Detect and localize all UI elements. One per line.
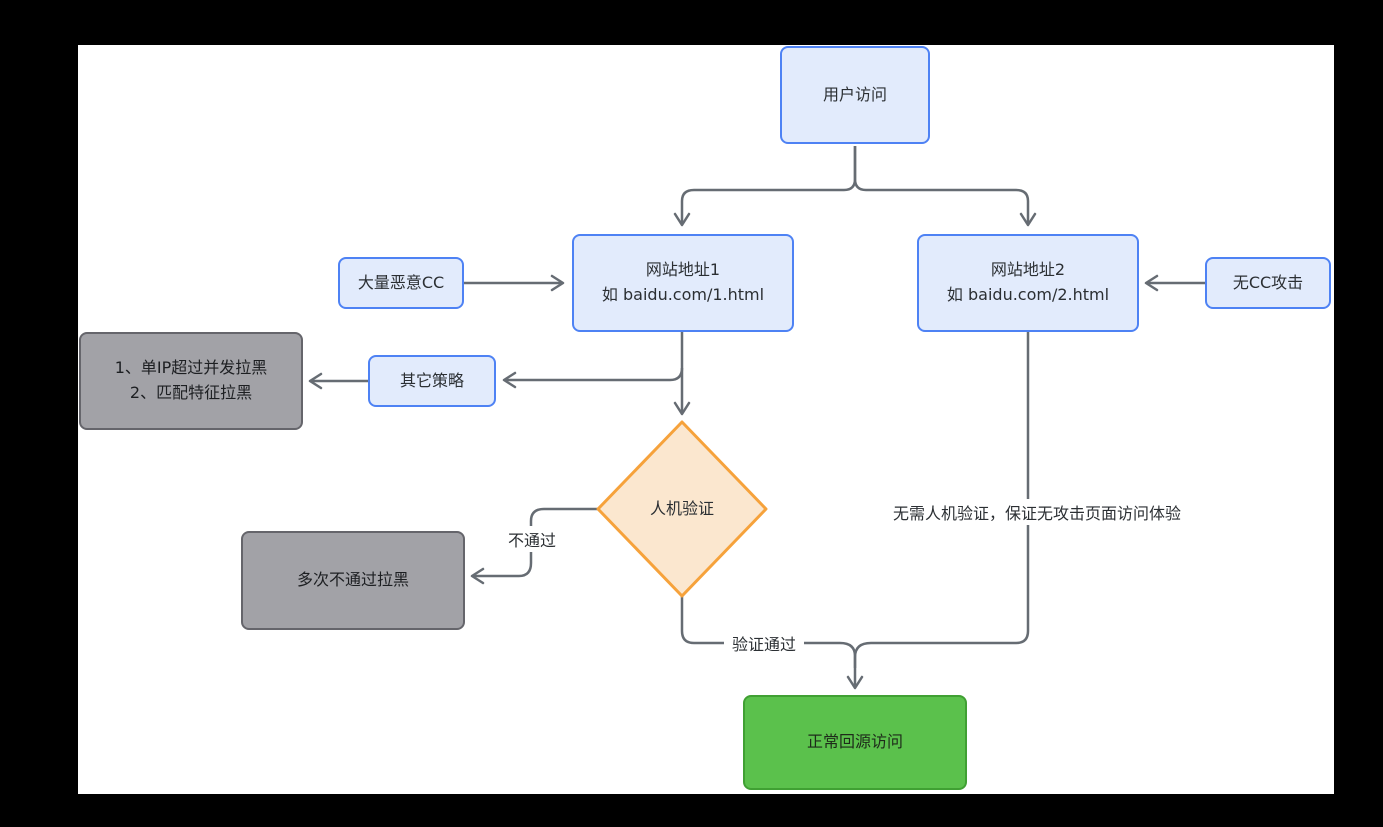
edge-label-no-captcha-note: 无需人机验证，保证无攻击页面访问体验 bbox=[884, 499, 1190, 525]
node-origin-access: 正常回源访问 bbox=[743, 695, 967, 790]
node-other-strategy: 其它策略 bbox=[368, 355, 496, 407]
edge-label-fail: 不通过 bbox=[499, 526, 565, 552]
node-site-url-2: 网站地址2 如 baidu.com/2.html bbox=[917, 234, 1139, 332]
node-user-access: 用户访问 bbox=[780, 46, 930, 144]
node-blacklist-rules: 1、单IP超过并发拉黑 2、匹配特征拉黑 bbox=[79, 332, 303, 430]
node-captcha-check: 人机验证 bbox=[649, 498, 714, 518]
node-cc-attack: 大量恶意CC bbox=[338, 257, 464, 309]
node-fail-blacklist: 多次不通过拉黑 bbox=[241, 531, 465, 630]
edge-label-pass: 验证通过 bbox=[723, 630, 805, 656]
node-site-url-1: 网站地址1 如 baidu.com/1.html bbox=[572, 234, 794, 332]
node-no-cc-attack: 无CC攻击 bbox=[1205, 257, 1331, 309]
